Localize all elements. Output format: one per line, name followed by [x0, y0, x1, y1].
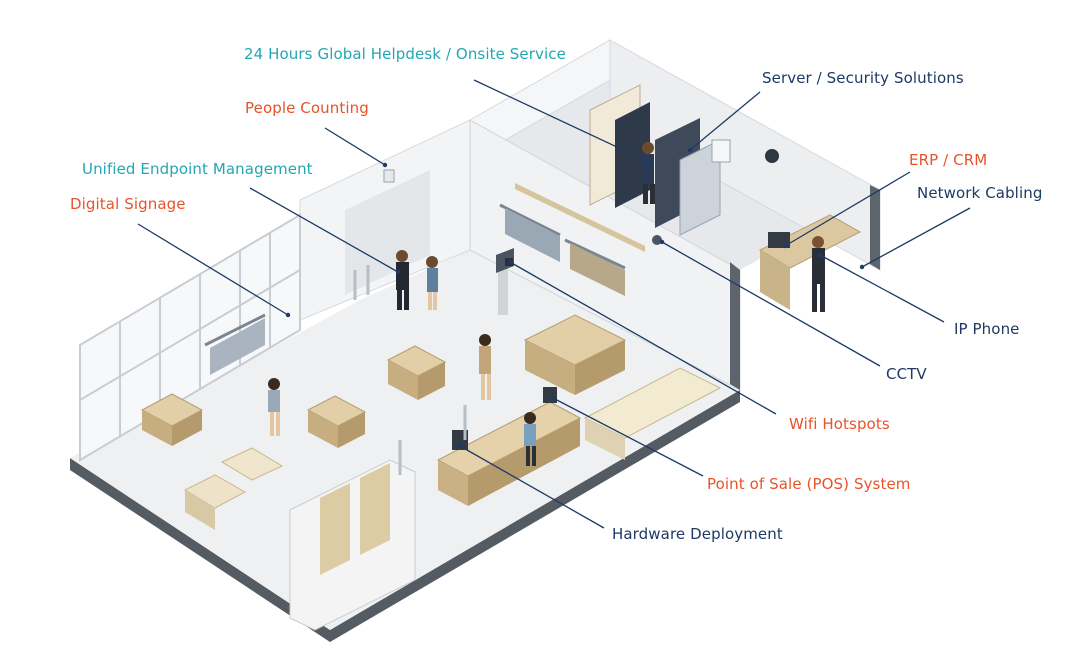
wall-clock [765, 149, 779, 163]
leader-server [689, 91, 761, 151]
person-manager [396, 250, 409, 310]
armchair [183, 474, 247, 530]
label-pos-system: Point of Sale (POS) System [707, 475, 911, 493]
leader-ipphone [819, 254, 945, 323]
label-server-security: Server / Security Solutions [762, 69, 964, 87]
display-table-middle [386, 345, 447, 400]
pos-counter [436, 387, 582, 506]
display-table-front [306, 395, 367, 448]
office-person [812, 236, 825, 312]
leader-wifi [509, 261, 777, 415]
clothing-rack-window [204, 313, 266, 375]
window-wall [79, 213, 301, 462]
leader-dots [285, 147, 865, 449]
label-helpdesk: 24 Hours Global Helpdesk / Onsite Servic… [244, 45, 566, 63]
leader-cctv [661, 241, 881, 367]
clothing-rack-back [499, 183, 645, 296]
label-network-cabling: Network Cabling [917, 184, 1043, 202]
sofa-bench [583, 367, 722, 460]
security-gates [353, 265, 467, 475]
leader-helpdesk [473, 79, 652, 164]
leader-lines [137, 79, 971, 529]
label-ip-phone: IP Phone [954, 320, 1020, 338]
partition-edge [730, 262, 740, 390]
label-digital-signage: Digital Signage [70, 195, 186, 213]
leader-network [861, 207, 971, 268]
label-cctv: CCTV [886, 365, 927, 383]
leader-erp [784, 171, 911, 247]
person-server-room [642, 142, 655, 204]
leader-endpoint [249, 187, 399, 273]
label-hardware-deployment: Hardware Deployment [612, 525, 783, 543]
leader-signage [137, 223, 289, 316]
cctv-camera [652, 235, 662, 245]
right-wall-edge [870, 185, 880, 270]
display-table-window [140, 393, 204, 446]
window-mullions [79, 233, 301, 437]
coffee-table [220, 447, 284, 481]
people-counter-device [383, 169, 395, 183]
label-wifi-hotspots: Wifi Hotspots [789, 415, 890, 433]
wall-calendar [711, 139, 731, 163]
leader-hardware [459, 445, 605, 529]
person-cashier [524, 412, 536, 466]
label-unified-endpoint-management: Unified Endpoint Management [82, 160, 313, 178]
leader-people-counting [324, 127, 386, 166]
person-shopper-center [479, 334, 491, 400]
leader-pos [552, 397, 704, 477]
label-erp-crm: ERP / CRM [909, 151, 988, 169]
floor-slab-side [70, 390, 740, 642]
fitting-rooms [289, 459, 416, 631]
label-people-counting: People Counting [245, 99, 369, 117]
person-staff [426, 256, 438, 310]
person-shopper-left [268, 378, 280, 436]
display-table-center [523, 314, 627, 395]
